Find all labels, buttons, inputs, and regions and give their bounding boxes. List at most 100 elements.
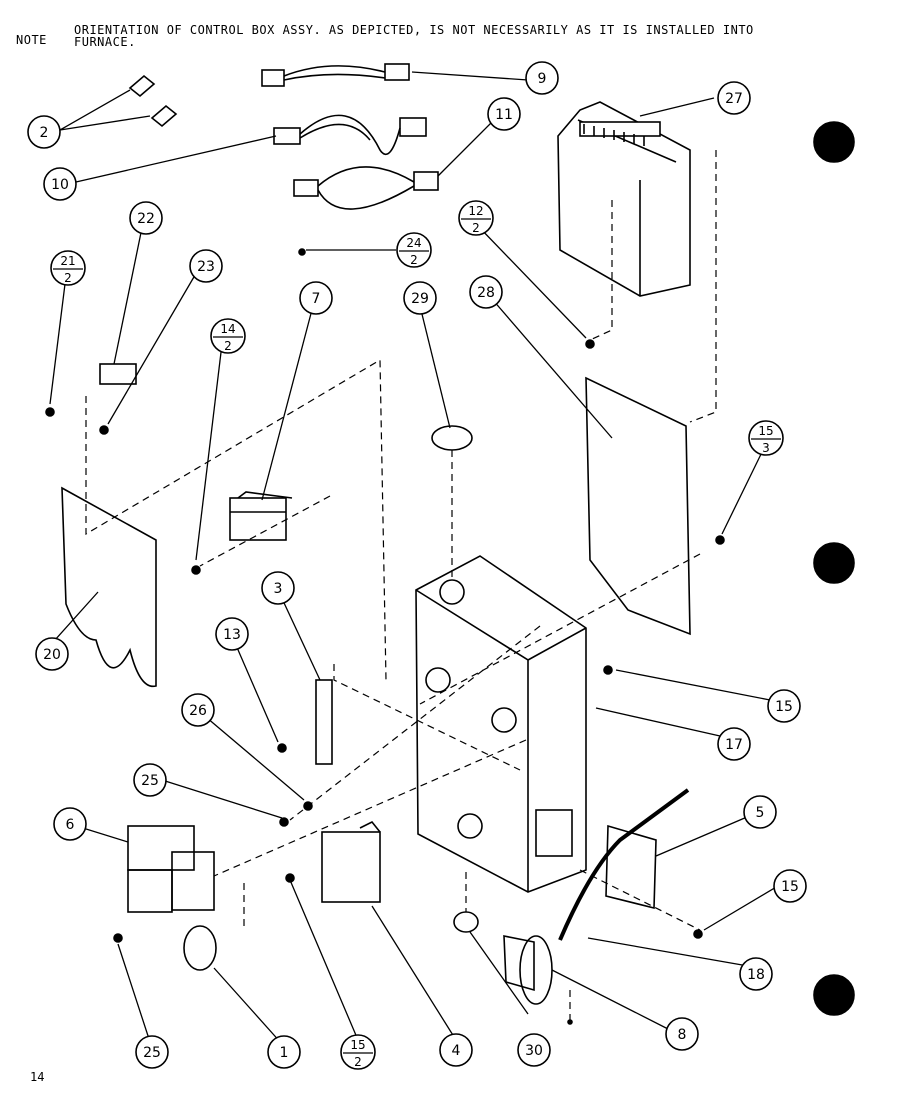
bushing-29	[431, 425, 473, 451]
callout-8: 8	[665, 1017, 699, 1051]
wire-harness-11	[293, 166, 439, 210]
svg-text:3: 3	[762, 441, 770, 455]
callout-2: 2	[27, 115, 61, 149]
callout-13: 13	[215, 617, 249, 651]
control-box-17	[415, 555, 587, 893]
callout-27: 27	[717, 81, 751, 115]
svg-text:3: 3	[274, 581, 283, 597]
svg-text:23: 23	[197, 259, 215, 275]
grommet-1	[183, 925, 217, 971]
svg-text:7: 7	[312, 291, 321, 307]
callout-11: 11	[487, 97, 521, 131]
callout-20: 20	[35, 637, 69, 671]
svg-text:20: 20	[43, 647, 61, 663]
callout-15-over-3: 153	[748, 420, 784, 456]
callout-25-top: 25	[133, 763, 167, 797]
svg-text:27: 27	[725, 91, 743, 107]
control-board-27	[557, 101, 691, 297]
pressure-switch-8	[503, 935, 553, 1005]
svg-text:15: 15	[758, 424, 773, 438]
svg-text:17: 17	[725, 737, 743, 753]
callout-15-lower: 15	[773, 869, 807, 903]
callout-3: 3	[261, 571, 295, 605]
binder-hole-top	[813, 121, 855, 163]
svg-text:2: 2	[472, 221, 480, 235]
svg-text:11: 11	[495, 107, 513, 123]
svg-text:2: 2	[64, 271, 72, 285]
callout-12-over-2: 122	[458, 200, 494, 236]
svg-text:26: 26	[189, 703, 207, 719]
binder-hole-middle	[813, 542, 855, 584]
plug-30	[453, 911, 479, 933]
callout-21-over-2: 212	[50, 250, 86, 286]
alignment-dashes	[85, 150, 717, 1020]
svg-text:2: 2	[40, 125, 49, 141]
svg-text:14: 14	[220, 322, 235, 336]
callout-18: 18	[739, 957, 773, 991]
svg-text:12: 12	[468, 204, 483, 218]
callout-17: 17	[717, 727, 751, 761]
svg-text:25: 25	[141, 773, 159, 789]
svg-text:22: 22	[137, 211, 155, 227]
switch-22	[99, 363, 137, 385]
callout-26: 26	[181, 693, 215, 727]
wire-harness-10	[273, 114, 427, 156]
svg-text:24: 24	[406, 236, 421, 250]
screws	[45, 248, 725, 1025]
svg-text:8: 8	[678, 1027, 687, 1043]
wire-nut-2b	[150, 104, 178, 128]
leader-lines	[45, 71, 789, 1045]
page-number: 14	[30, 1070, 45, 1084]
callout-15-right: 15	[767, 689, 801, 723]
binder-hole-bottom	[813, 974, 855, 1016]
cover-panel-20	[61, 486, 157, 688]
svg-text:21: 21	[60, 254, 75, 268]
note-label: NOTE	[16, 33, 47, 47]
svg-text:2: 2	[354, 1055, 362, 1069]
svg-text:5: 5	[756, 805, 765, 821]
callout-1: 1	[267, 1035, 301, 1069]
callout-4: 4	[439, 1033, 473, 1067]
transformer-6	[127, 825, 215, 913]
svg-text:29: 29	[411, 291, 429, 307]
svg-text:15: 15	[781, 879, 799, 895]
svg-text:13: 13	[223, 627, 241, 643]
callout-24-over-2: 242	[396, 232, 432, 268]
hose-18	[558, 788, 690, 941]
callout-14-over-2: 142	[210, 318, 246, 354]
svg-text:2: 2	[224, 339, 232, 353]
relay-4	[321, 820, 381, 903]
callout-23: 23	[189, 249, 223, 283]
svg-text:9: 9	[538, 71, 547, 87]
callout-22: 22	[129, 201, 163, 235]
note-line-1: ORIENTATION OF CONTROL BOX ASSY. AS DEPI…	[74, 23, 754, 37]
callout-5: 5	[743, 795, 777, 829]
callout-15-over-2: 152	[340, 1034, 376, 1070]
svg-text:30: 30	[525, 1043, 543, 1059]
callout-28: 28	[469, 275, 503, 309]
svg-text:1: 1	[280, 1045, 289, 1061]
svg-text:2: 2	[410, 253, 418, 267]
svg-text:10: 10	[51, 177, 69, 193]
svg-text:18: 18	[747, 967, 765, 983]
callout-9: 9	[525, 61, 559, 95]
access-panel-28	[585, 376, 691, 636]
svg-text:15: 15	[775, 699, 793, 715]
note-line-2: FURNACE.	[74, 35, 136, 49]
svg-text:4: 4	[452, 1043, 461, 1059]
callout-6: 6	[53, 807, 87, 841]
terminal-board-5	[605, 824, 657, 910]
callout-10: 10	[43, 167, 77, 201]
callout-25-bottom: 25	[135, 1035, 169, 1069]
svg-text:15: 15	[350, 1038, 365, 1052]
callout-30: 30	[517, 1033, 551, 1067]
svg-text:25: 25	[143, 1045, 161, 1061]
wire-harness-9	[261, 63, 410, 87]
svg-text:28: 28	[477, 285, 495, 301]
relay-7	[229, 491, 293, 541]
terminal-strip-3	[315, 679, 333, 765]
svg-text:6: 6	[66, 817, 75, 833]
wire-nut-2a	[128, 74, 156, 98]
callout-29: 29	[403, 281, 437, 315]
